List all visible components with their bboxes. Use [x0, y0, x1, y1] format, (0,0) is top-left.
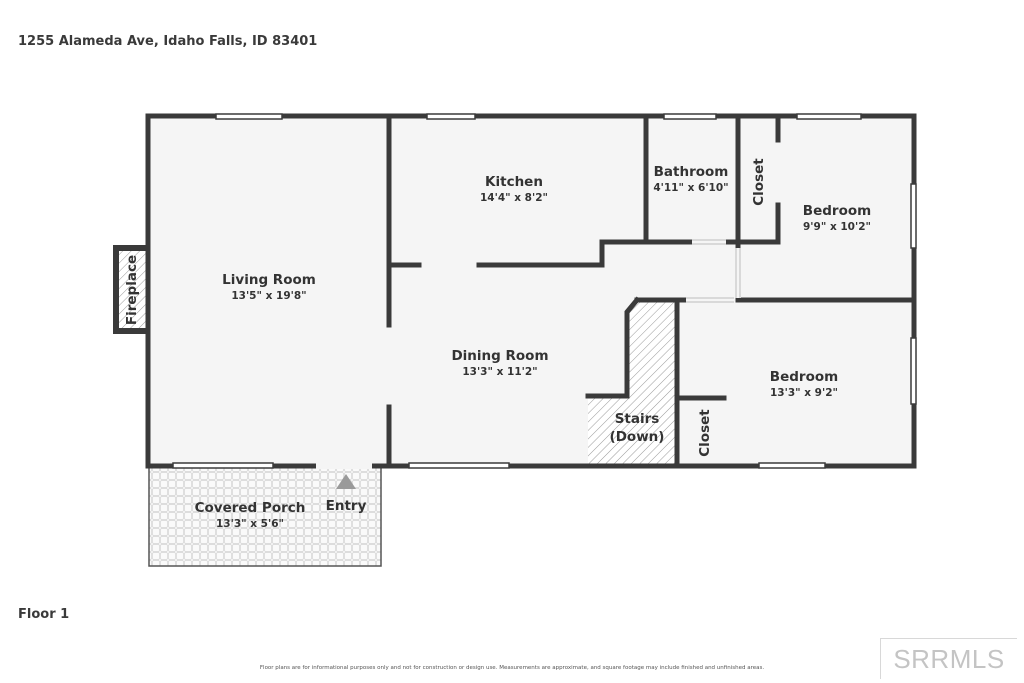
bedroom-upper-dims: 9'9" x 10'2" [803, 221, 871, 233]
living-room-name: Living Room [222, 272, 316, 288]
window-dining-bottom [408, 462, 510, 469]
door-openings [316, 239, 741, 469]
dining-room-name: Dining Room [451, 348, 548, 364]
bedroom-lower-dims: 13'3" x 9'2" [770, 387, 838, 399]
wall-closet-bottom [735, 202, 781, 245]
window-bedroom-top [796, 113, 862, 120]
fireplace-hearth [119, 251, 148, 328]
entry-arrow-icon [336, 474, 356, 489]
covered-porch-name: Covered Porch [195, 500, 306, 516]
living-room-dims: 13'5" x 19'8" [231, 290, 306, 302]
bedroom-upper-name: Bedroom [803, 203, 871, 219]
window-bedroom2-side [910, 337, 917, 405]
dining-room-dims: 13'3" x 11'2" [462, 366, 537, 378]
kitchen-name: Kitchen [485, 174, 543, 190]
window-living-top [215, 113, 283, 120]
walls [145, 113, 917, 469]
bedroom2-door-opening [686, 297, 734, 303]
entry-door-opening [316, 463, 372, 469]
kitchen-dims: 14'4" x 8'2" [480, 192, 548, 204]
window-living-bottom [172, 462, 274, 469]
bathroom-dims: 4'11" x 6'10" [653, 182, 728, 194]
covered-porch-dims: 13'3" x 5'6" [216, 518, 284, 530]
door-jambs [686, 239, 741, 303]
stairs-area [588, 300, 677, 464]
bath-door-opening [692, 239, 726, 245]
window-bath-top [663, 113, 717, 120]
stairs-sub: (Down) [610, 429, 665, 445]
bathroom-name: Bathroom [654, 164, 729, 180]
property-address: 1255 Alameda Ave, Idaho Falls, ID 83401 [18, 34, 318, 49]
wall-stair-side [585, 296, 641, 399]
stairs-name: Stairs [615, 411, 660, 427]
entry-name: Entry [326, 498, 367, 514]
closet-upper-name: Closet [751, 158, 767, 206]
watermark-logo: SRRMLS [880, 638, 1017, 679]
fireplace-name: Fireplace [124, 255, 140, 325]
window-kitchen-top [426, 113, 476, 120]
house-floor [148, 116, 914, 466]
window-bedroom2-bottom [758, 462, 826, 469]
bedroom-lower-name: Bedroom [770, 369, 838, 385]
window-bedroom-side [910, 183, 917, 249]
floor-label: Floor 1 [18, 607, 70, 622]
disclaimer-text: Floor plans are for informational purpos… [259, 665, 765, 671]
closet-lower-name: Closet [697, 409, 713, 457]
windows [172, 113, 917, 469]
bedroom-door-opening [735, 248, 741, 298]
outer-wall [145, 113, 917, 469]
